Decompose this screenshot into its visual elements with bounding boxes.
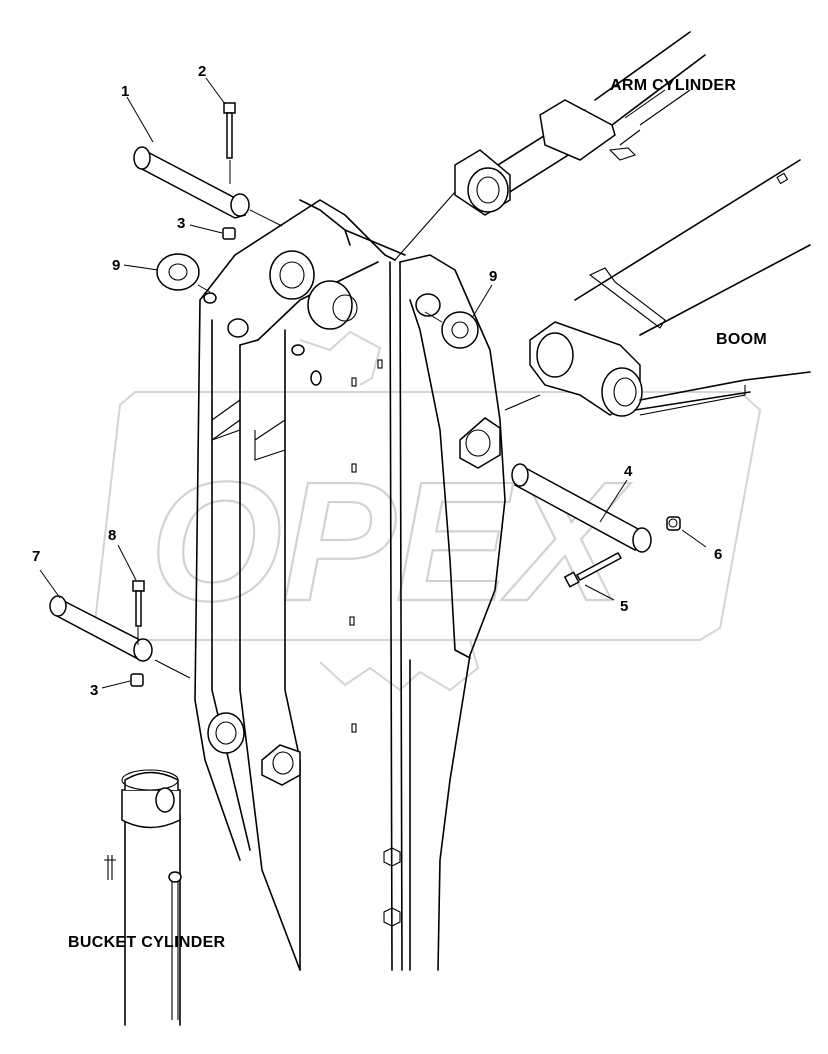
- part-9-washer-left: [156, 253, 211, 293]
- callout-6: 6: [714, 546, 722, 563]
- callout-9-right: 9: [489, 268, 497, 285]
- watermark-logo: OPEX: [93, 330, 762, 692]
- bucket-cylinder-drawing: [104, 769, 182, 1026]
- arm-top-bosses: [203, 250, 441, 386]
- callout-7: 7: [32, 548, 40, 565]
- part-6-nut: [666, 516, 681, 531]
- part-4-pin: [511, 463, 652, 553]
- callout-1: 1: [121, 83, 129, 100]
- callout-5: 5: [620, 598, 628, 615]
- label-boom: BOOM: [716, 331, 767, 348]
- arm-cylinder-drawing: [454, 31, 706, 216]
- part-2-bolt: [223, 102, 236, 184]
- callout-9-left: 9: [112, 257, 120, 274]
- callout-8: 8: [108, 527, 116, 544]
- boom-drawing: [504, 159, 811, 417]
- part-9-washer-right: [424, 311, 479, 349]
- callout-3-top: 3: [177, 215, 185, 232]
- leader-lines: [39, 77, 707, 689]
- arm-structure: [194, 174, 506, 971]
- part-8-bolt: [132, 580, 145, 645]
- callout-4: 4: [624, 463, 633, 480]
- callout-3-bottom: 3: [90, 682, 98, 699]
- label-bucket-cylinder: BUCKET CYLINDER: [68, 934, 226, 951]
- label-arm-cylinder: ARM CYLINDER: [610, 77, 736, 94]
- part-5-bolt: [563, 552, 623, 588]
- part-3-nut-bottom: [130, 673, 144, 687]
- part-3-nut-top: [222, 227, 236, 240]
- arm-lower-bosses: [207, 417, 501, 786]
- part-1-pin: [133, 146, 283, 227]
- part-7-pin: [49, 595, 191, 679]
- callout-2: 2: [198, 63, 206, 80]
